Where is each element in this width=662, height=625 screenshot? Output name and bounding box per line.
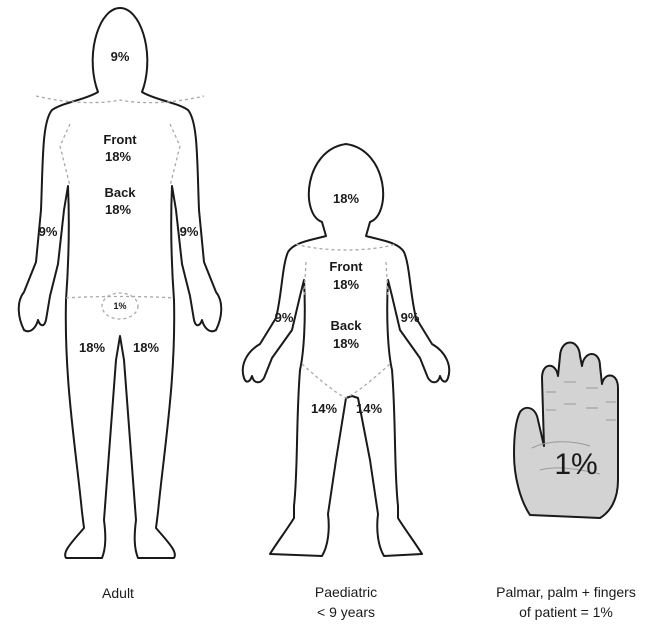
paediatric-caption-line2: < 9 years (317, 604, 375, 620)
adult-front-value: 18% (105, 149, 131, 164)
palmar-caption-line2: of patient = 1% (519, 604, 613, 620)
paediatric-front-label: Front (329, 259, 363, 274)
adult-head-label: 9% (111, 49, 130, 64)
adult-arm-right-label: 9% (180, 224, 199, 239)
palmar-hand (514, 343, 618, 519)
adult-body-outline (19, 8, 222, 558)
adult-back-label: Back (104, 185, 136, 200)
adult-genital-label: 1% (113, 301, 126, 311)
adult-figure (19, 8, 222, 558)
adult-leg-left-label: 18% (79, 340, 105, 355)
adult-arm-left-label: 9% (39, 224, 58, 239)
adult-back-value: 18% (105, 202, 131, 217)
paediatric-arm-left-label: 9% (275, 310, 294, 325)
paediatric-leg-left-label: 14% (311, 401, 337, 416)
paediatric-front-value: 18% (333, 277, 359, 292)
adult-front-label: Front (103, 132, 137, 147)
palmar-caption-line1: Palmar, palm + fingers (496, 584, 636, 600)
paediatric-head-label: 18% (333, 191, 359, 206)
adult-caption: Adult (102, 585, 134, 601)
paediatric-caption-line1: Paediatric (315, 584, 377, 600)
adult-leg-right-label: 18% (133, 340, 159, 355)
paediatric-arm-right-label: 9% (401, 310, 420, 325)
palmar-percent-label: 1% (554, 448, 597, 481)
paediatric-back-label: Back (330, 318, 362, 333)
paediatric-back-value: 18% (333, 336, 359, 351)
paediatric-leg-right-label: 14% (356, 401, 382, 416)
hand-outline (514, 343, 618, 519)
